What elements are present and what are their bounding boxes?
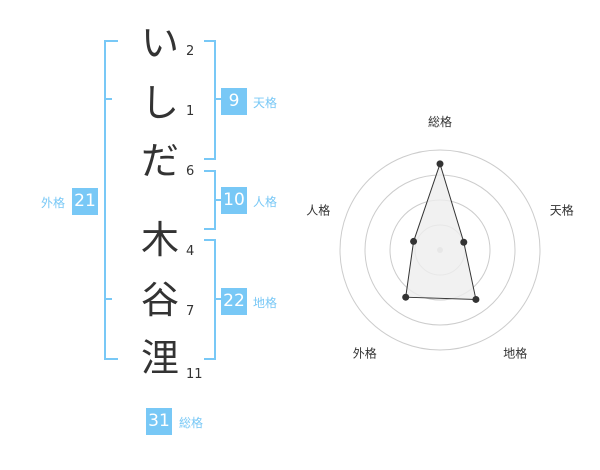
soukaku-value-badge: 31 (146, 408, 172, 435)
radar-axis-label-2: 天格 (550, 202, 574, 217)
stroke-count-6: 11 (186, 367, 203, 382)
chikaku-label: 地格 (253, 296, 278, 310)
tenkaku-label: 天格 (253, 96, 278, 110)
radar-point-5 (410, 237, 418, 245)
bracket-connector (214, 199, 222, 201)
radar-axis-label-3: 地格 (503, 346, 527, 361)
bracket-connector (214, 298, 222, 300)
tenkaku-value-badge: 9 (221, 88, 247, 115)
stroke-count-3: 6 (186, 164, 195, 179)
radar-point-3 (472, 295, 480, 303)
tenkaku-bracket (204, 40, 216, 160)
radar-point-2 (460, 238, 468, 246)
bracket-tick (104, 298, 112, 300)
name-char-5: 谷 (140, 278, 179, 322)
radar-point-1 (436, 160, 444, 168)
stroke-count-5: 7 (186, 304, 195, 319)
name-char-1: い (140, 21, 179, 65)
radar-axis-label-5: 人格 (306, 202, 330, 217)
bracket-tick (104, 98, 112, 100)
gaikaku-label: 外格 (41, 196, 66, 210)
radar-ring (339, 149, 541, 351)
radar-axis-label-4: 外格 (353, 346, 377, 361)
bracket-connector (214, 98, 222, 100)
radar-series-area (405, 162, 477, 300)
name-char-2: し (140, 81, 179, 125)
jinkaku-label: 人格 (253, 195, 278, 209)
stroke-count-2: 1 (186, 104, 195, 119)
radar-axis-label-1: 総格 (428, 114, 452, 129)
gaikaku-value-badge: 21 (72, 188, 98, 215)
soukaku-label: 総格 (179, 416, 204, 430)
jinkaku-value-badge: 10 (221, 187, 247, 214)
stroke-count-4: 4 (186, 244, 195, 259)
gaikaku-bracket (104, 40, 118, 360)
chikaku-value-badge: 22 (221, 288, 247, 315)
name-char-3: だ (140, 139, 179, 183)
name-char-6: 浬 (140, 336, 179, 380)
name-char-4: 木 (140, 218, 179, 262)
radar-point-4 (402, 293, 410, 301)
stroke-count-1: 2 (186, 44, 195, 59)
